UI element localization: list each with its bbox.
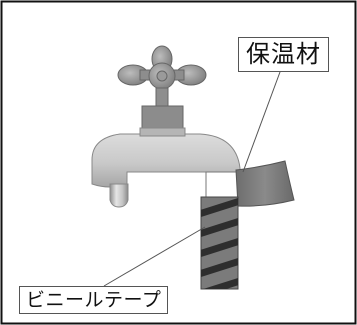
faucet-handle — [117, 45, 207, 90]
faucet-joint — [139, 127, 186, 137]
leader-line-tape — [103, 226, 206, 287]
faucet-stem — [155, 87, 169, 107]
pipe-exposed — [205, 171, 241, 199]
faucet-bonnet — [141, 105, 184, 131]
leader-line-insulation — [242, 71, 281, 173]
label-vinyl-tape: ビニールテープ — [19, 286, 169, 314]
label-insulation: 保温材 — [238, 37, 329, 72]
vinyl-tape-stripes — [201, 197, 238, 289]
insulation-wrap — [235, 160, 295, 207]
faucet-nozzle — [109, 183, 129, 208]
